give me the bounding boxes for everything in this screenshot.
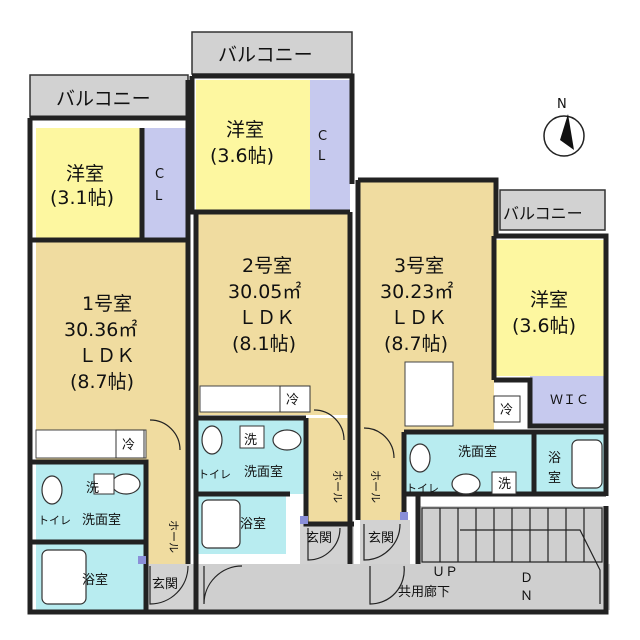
meter-box-unit3 xyxy=(400,512,408,520)
fridge-label-unit2: 冷 xyxy=(286,393,299,408)
entrance-label-unit3: 玄関 xyxy=(368,531,394,546)
wash-label-unit3: 洗 xyxy=(498,477,511,492)
toilet-unit2 xyxy=(201,425,223,455)
western-room-1-name: 洋室 xyxy=(66,163,104,185)
fridge-label-unit3: 冷 xyxy=(500,403,513,418)
unit2-name: 2号室 xyxy=(242,255,292,277)
stairs-up-label: ＵＰ xyxy=(432,565,458,580)
western-room-1-floor xyxy=(36,128,142,240)
western-room-3-name: 洋室 xyxy=(530,289,568,311)
common-corridor-floor xyxy=(196,564,610,610)
entrance-unit1-floor xyxy=(146,564,194,610)
unit1-type: ＬＤＫ xyxy=(78,345,135,367)
unit1-name: 1号室 xyxy=(82,293,132,315)
washroom-label-unit1: 洗面室 xyxy=(82,512,121,528)
wic-floor xyxy=(530,376,606,426)
unit2-ldk-size: (8.1帖) xyxy=(232,333,296,355)
western-room-3-floor xyxy=(494,240,606,376)
bath-label-unit3-top: 浴 xyxy=(548,451,561,466)
unit1-ldk-size: (8.7帖) xyxy=(70,371,134,393)
washroom-label-unit2: 洗面室 xyxy=(244,464,283,480)
unit3-type: ＬＤＫ xyxy=(390,307,447,329)
entrance-unit2-floor xyxy=(300,524,354,564)
toilet-unit3 xyxy=(409,443,431,473)
closet-unit1-l: L xyxy=(155,189,163,204)
wic-label: ＷＩＣ xyxy=(550,393,589,408)
fridge-label-unit1: 冷 xyxy=(122,438,135,453)
north-label: N xyxy=(557,97,567,112)
hall-label-unit2: ホール xyxy=(331,470,344,503)
closet-unit2 xyxy=(310,80,350,210)
western-room-3-size: (3.6帖) xyxy=(512,315,576,337)
hall-label-unit1: ホール xyxy=(167,520,180,553)
closet-unit1-c: C xyxy=(155,167,164,182)
washroom-label-unit3: 洗面室 xyxy=(458,444,497,460)
wash-label-unit1: 洗 xyxy=(86,481,99,496)
unit3-ldk-size: (8.7帖) xyxy=(384,333,448,355)
stairs-down-label-n: Ｎ xyxy=(520,589,533,604)
fridge-space-unit2 xyxy=(279,385,311,413)
washer-pan-unit3 xyxy=(491,471,517,495)
bath-label-unit1: 浴室 xyxy=(82,572,108,588)
hall-label-unit3: ホール xyxy=(369,470,382,503)
entrance-label-unit1: 玄関 xyxy=(152,577,178,592)
ldk-unit2-floor xyxy=(196,210,350,415)
toilet-label-unit3: トイレ xyxy=(406,482,439,495)
closet-unit2-l: L xyxy=(318,149,326,164)
sink-unit3 xyxy=(451,473,481,495)
unit1-area: 30.36㎡ xyxy=(64,318,137,341)
fridge-space-unit1 xyxy=(115,429,145,459)
balcony-label-unit2: バルコニー xyxy=(218,44,313,66)
closet-unit1 xyxy=(142,128,188,240)
unit2-area: 30.05㎡ xyxy=(228,280,301,303)
entrance-label-unit2: 玄関 xyxy=(306,531,332,546)
entrance-unit3-floor xyxy=(360,520,410,564)
door-swings xyxy=(149,409,405,605)
balcony-unit3 xyxy=(499,189,606,231)
wash-label-unit2: 洗 xyxy=(244,433,257,448)
corridor-label: 共用廊下 xyxy=(398,584,450,600)
ldk-unit1-floor xyxy=(36,240,188,462)
balcony-label-unit1: バルコニー xyxy=(56,88,151,110)
bathtub-unit1 xyxy=(41,549,87,605)
kitchen-counter-unit3 xyxy=(404,361,454,427)
hall-unit3-floor xyxy=(360,432,404,520)
bath-label-unit3-bottom: 室 xyxy=(548,470,561,486)
staircase xyxy=(421,507,603,604)
meter-box-unit1 xyxy=(138,556,146,564)
unit3-area: 30.23㎡ xyxy=(380,280,453,303)
toilet-label-unit2: トイレ xyxy=(198,468,231,481)
stairs-down-label-d: Ｄ xyxy=(520,571,533,586)
sink-unit2 xyxy=(272,429,302,451)
bathtub-unit2 xyxy=(201,499,241,549)
hall-unit1-floor xyxy=(146,462,188,564)
walls xyxy=(27,73,609,615)
western-room-2-name: 洋室 xyxy=(226,119,264,141)
washer-pan-unit1 xyxy=(93,473,115,495)
unit2-type: ＬＤＫ xyxy=(238,307,295,329)
bath-label-unit2: 浴室 xyxy=(240,516,266,532)
western-room-2-floor xyxy=(196,80,310,210)
unit3-name: 3号室 xyxy=(394,255,444,277)
balcony-unit1 xyxy=(29,74,189,118)
hall-unit2-floor xyxy=(306,418,350,524)
toilet-label-unit1: トイレ xyxy=(38,514,71,527)
fixtures xyxy=(41,385,603,605)
balcony-unit2 xyxy=(191,31,353,75)
meter-box-unit2 xyxy=(300,516,308,524)
toilet-unit1 xyxy=(41,475,63,505)
washer-pan-unit2 xyxy=(239,425,265,449)
bathtub-unit3 xyxy=(571,439,603,489)
western-room-2-size: (3.6帖) xyxy=(210,145,274,167)
sink-unit1 xyxy=(111,473,141,495)
balcony-label-unit3: バルコニー xyxy=(503,204,583,223)
north-compass: N xyxy=(543,97,585,157)
fridge-space-unit3 xyxy=(493,395,521,423)
closet-unit2-c: C xyxy=(318,129,327,144)
western-room-1-size: (3.1帖) xyxy=(50,187,114,209)
